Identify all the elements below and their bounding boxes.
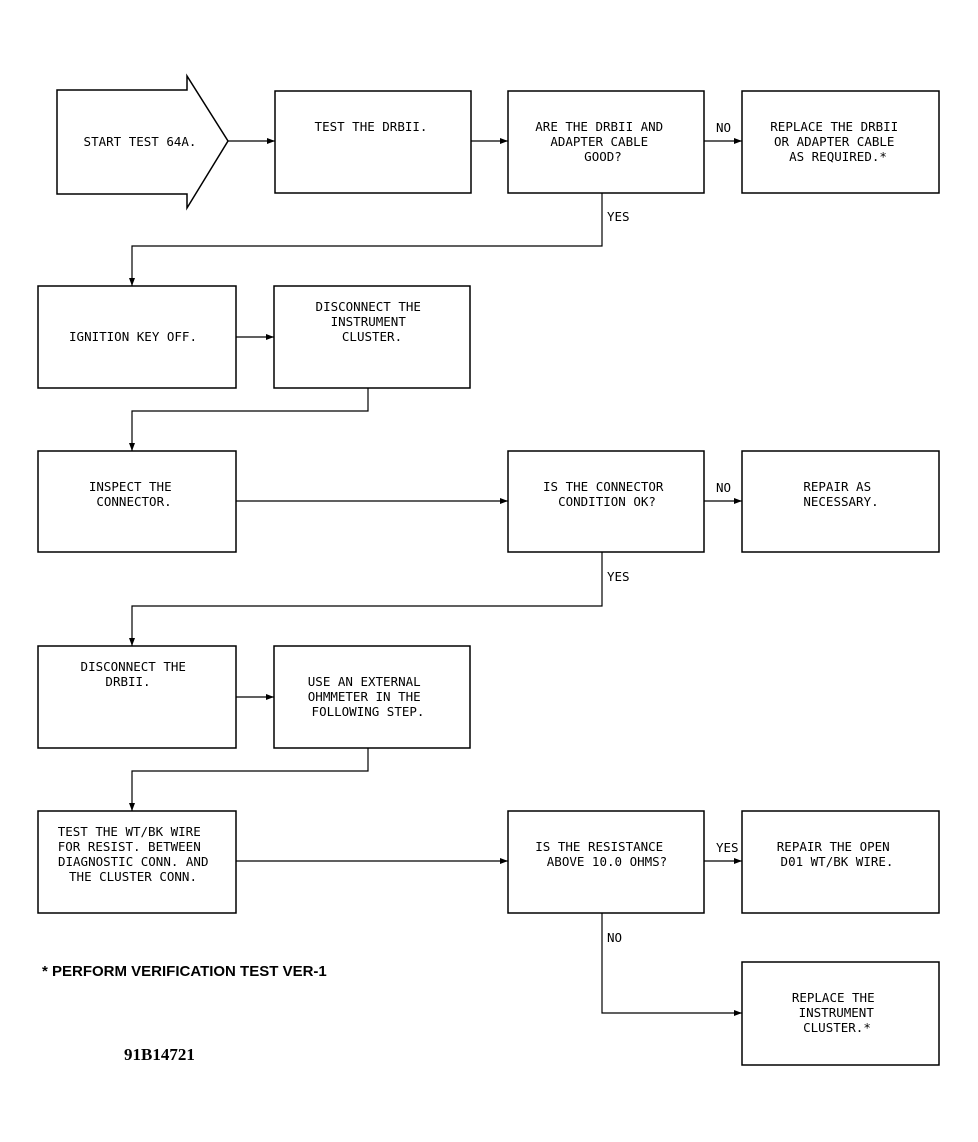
drbii-good-line: GOOD? [584, 149, 622, 164]
use-ohmmeter-line: USE AN EXTERNAL [308, 674, 421, 689]
disconnect-cluster-line: INSTRUMENT [331, 314, 407, 329]
test-wire-line: TEST THE WT/BK WIRE [58, 824, 201, 839]
repair-open-line: D01 WT/BK WIRE. [781, 854, 894, 869]
replace-drbii-line: OR ADAPTER CABLE [774, 134, 894, 149]
repair-open-label: REPAIR THE OPEN D01 WT/BK WIRE. [777, 839, 897, 869]
ignition-off-line: IGNITION KEY OFF. [69, 329, 197, 344]
repair-open-line: REPAIR THE OPEN [777, 839, 890, 854]
edge-label-yes: YES [607, 209, 630, 224]
disconnect-drbii-line: DISCONNECT THE [81, 659, 186, 674]
inspect-connector-label: INSPECT THE CONNECTOR. [89, 479, 179, 509]
test-wire-box [37, 810, 237, 914]
arrow-connector-yes-to-disconnect [129, 552, 603, 646]
test-drbii-line: TEST THE DRBII. [315, 119, 428, 134]
connector-ok-line: IS THE CONNECTOR [543, 479, 664, 494]
replace-cluster-line: REPLACE THE [792, 990, 875, 1005]
disconnect-drbii-label: DISCONNECT THE DRBII. [81, 659, 194, 689]
drbii-good-line: ADAPTER CABLE [550, 134, 648, 149]
edge-label-no: NO [716, 480, 731, 495]
connector-ok-line: CONDITION OK? [558, 494, 656, 509]
replace-drbii-box [741, 90, 940, 194]
start-arrow-shape [56, 73, 229, 211]
resistance-decision-box [507, 810, 705, 914]
resistance-label: IS THE RESISTANCE ABOVE 10.0 OHMS? [535, 839, 670, 869]
disconnect-drbii-line: DRBII. [105, 674, 150, 689]
test-wire-label: TEST THE WT/BK WIRE FOR RESIST. BETWEEN … [58, 824, 216, 884]
replace-cluster-label: REPLACE THE INSTRUMENT CLUSTER.* [792, 990, 882, 1035]
connector-ok-label: IS THE CONNECTOR CONDITION OK? [543, 479, 671, 509]
test-wire-line: FOR RESIST. BETWEEN [58, 839, 201, 854]
test-drbii-label: TEST THE DRBII. [315, 119, 428, 134]
replace-drbii-label: REPLACE THE DRBII OR ADAPTER CABLE AS RE… [770, 119, 905, 164]
drbii-good-label: ARE THE DRBII AND ADAPTER CABLE GOOD? [535, 119, 670, 164]
resistance-line: IS THE RESISTANCE [535, 839, 663, 854]
replace-cluster-line: CLUSTER.* [803, 1020, 871, 1035]
test-wire-line: THE CLUSTER CONN. [69, 869, 197, 884]
edge-label-yes: YES [716, 840, 739, 855]
use-ohmmeter-line: FOLLOWING STEP. [312, 704, 425, 719]
figure-id: 91B14721 [124, 1045, 195, 1064]
edge-label-yes: YES [607, 569, 630, 584]
replace-cluster-line: INSTRUMENT [799, 1005, 875, 1020]
drbii-good-decision-box [507, 90, 705, 194]
footnote: * PERFORM VERIFICATION TEST VER-1 [42, 963, 327, 980]
start-label: START TEST 64A. [84, 134, 197, 149]
start-line: START TEST 64A. [84, 134, 197, 149]
repair-open-box [741, 810, 940, 914]
inspect-connector-line: INSPECT THE [89, 479, 172, 494]
edge-label-no: NO [716, 120, 731, 135]
use-ohmmeter-line: OHMMETER IN THE [308, 689, 421, 704]
arrow-disconnect-to-inspect [129, 388, 369, 451]
test-wire-line: DIAGNOSTIC CONN. AND [58, 854, 209, 869]
test-drbii-box [274, 90, 472, 194]
use-ohmmeter-label: USE AN EXTERNAL OHMMETER IN THE FOLLOWIN… [308, 674, 428, 719]
disconnect-cluster-label: DISCONNECT THE INSTRUMENT CLUSTER. [316, 299, 429, 344]
replace-drbii-line: AS REQUIRED.* [789, 149, 887, 164]
arrow-question-yes-to-ignition [129, 193, 603, 286]
arrow-resistance-no-to-replace [601, 913, 742, 1016]
disconnect-cluster-line: DISCONNECT THE [316, 299, 421, 314]
ignition-off-label: IGNITION KEY OFF. [69, 329, 197, 344]
edge-label-no: NO [607, 930, 622, 945]
disconnect-cluster-line: CLUSTER. [342, 329, 402, 344]
repair-necessary-label: REPAIR AS NECESSARY. [803, 479, 878, 509]
repair-necessary-line: NECESSARY. [803, 494, 878, 509]
resistance-line: ABOVE 10.0 OHMS? [547, 854, 667, 869]
replace-drbii-line: REPLACE THE DRBII [770, 119, 898, 134]
repair-necessary-line: REPAIR AS [803, 479, 871, 494]
drbii-good-line: ARE THE DRBII AND [535, 119, 663, 134]
inspect-connector-line: CONNECTOR. [96, 494, 171, 509]
arrow-ohmmeter-to-test-wire [129, 748, 369, 811]
